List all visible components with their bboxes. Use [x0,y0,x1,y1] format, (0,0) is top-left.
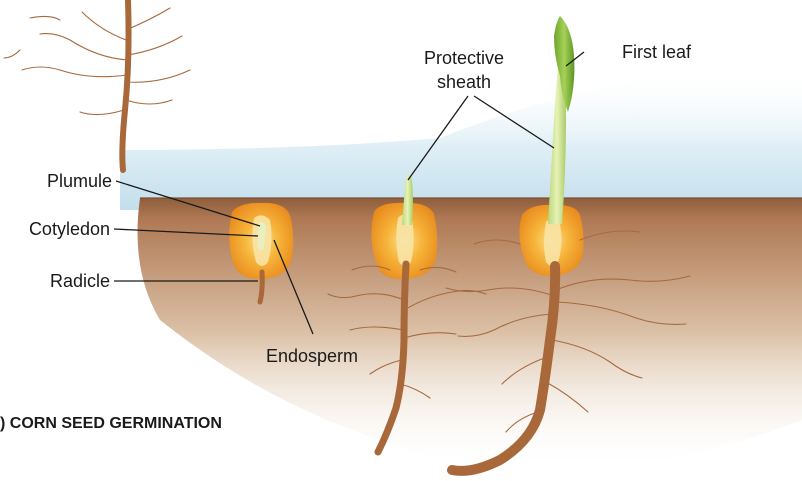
radicle-shape [260,272,262,302]
first-leaf-label: First leaf [622,42,692,62]
previous-panel-roots [4,0,190,170]
endosperm-label: Endosperm [266,346,358,366]
protective-sheath-label-line2: sheath [437,72,491,92]
radicle-label: Radicle [50,271,110,291]
plumule-label: Plumule [47,171,112,191]
environment-backdrop [120,68,802,472]
protective-sheath-label-line1: Protective [424,48,504,68]
cotyledon-label: Cotyledon [29,219,110,239]
figure-caption: ) CORN SEED GERMINATION [0,415,222,432]
